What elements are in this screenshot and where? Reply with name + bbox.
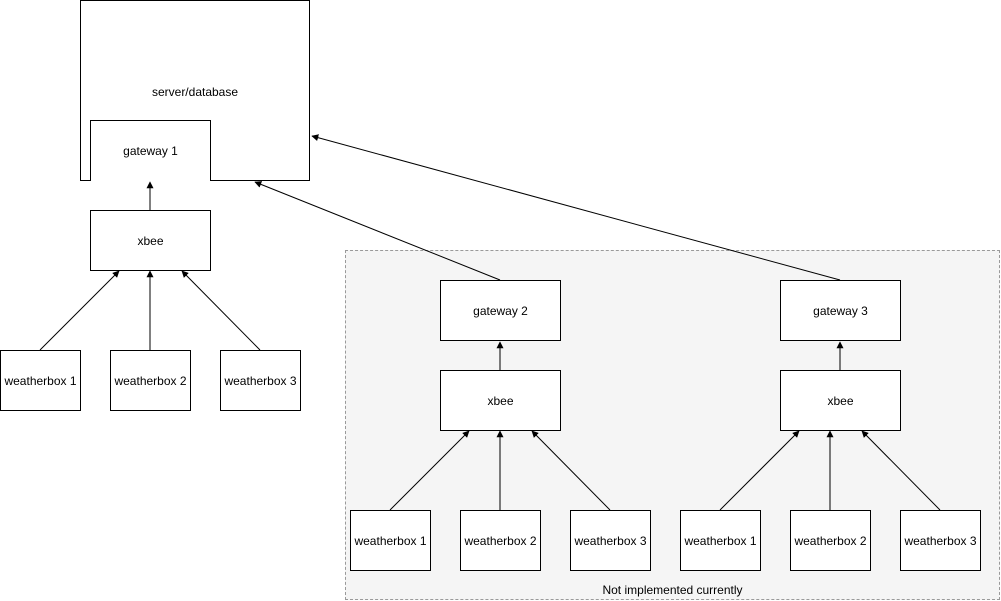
- not-implemented-label: Not implemented currently: [602, 583, 743, 597]
- gateway-3-node: gateway 3: [780, 280, 901, 341]
- arrow-c2wb3-to-xbee2: [531, 430, 611, 511]
- c1-weatherbox-1-node: weatherbox 1: [0, 350, 81, 411]
- gateway-3-label: gateway 3: [813, 303, 868, 318]
- c2-weatherbox-2-node: weatherbox 2: [460, 510, 541, 571]
- xbee-2-node: xbee: [440, 370, 561, 431]
- c3-weatherbox-2-node: weatherbox 2: [790, 510, 871, 571]
- xbee-1-label: xbee: [137, 233, 164, 248]
- c2-weatherbox-2-label: weatherbox 2: [464, 533, 537, 548]
- c1-weatherbox-2-label: weatherbox 2: [114, 373, 187, 388]
- arrow-gateway2-to-server: [254, 181, 501, 281]
- arrow-c1wb3-to-xbee1: [181, 270, 261, 351]
- c3-weatherbox-3-node: weatherbox 3: [900, 510, 981, 571]
- arrow-c1wb1-to-xbee1: [39, 270, 120, 351]
- gateway-1-node: gateway 1: [90, 120, 211, 181]
- c3-weatherbox-2-label: weatherbox 2: [794, 533, 867, 548]
- gateway-2-node: gateway 2: [440, 280, 561, 341]
- c3-weatherbox-3-label: weatherbox 3: [904, 533, 977, 548]
- c2-weatherbox-1-node: weatherbox 1: [350, 510, 431, 571]
- c2-weatherbox-3-label: weatherbox 3: [574, 533, 647, 548]
- c2-weatherbox-3-node: weatherbox 3: [570, 510, 651, 571]
- xbee-3-node: xbee: [780, 370, 901, 431]
- arrow-gateway3-to-server: [311, 134, 841, 281]
- xbee-3-label: xbee: [827, 393, 854, 408]
- c3-weatherbox-1-node: weatherbox 1: [680, 510, 761, 571]
- c1-weatherbox-3-node: weatherbox 3: [220, 350, 301, 411]
- arrow-c3wb1-to-xbee3: [719, 430, 800, 511]
- c1-weatherbox-3-label: weatherbox 3: [224, 373, 297, 388]
- gateway-2-label: gateway 2: [473, 303, 528, 318]
- xbee-2-label: xbee: [487, 393, 514, 408]
- c3-weatherbox-1-label: weatherbox 1: [684, 533, 757, 548]
- c1-weatherbox-1-label: weatherbox 1: [4, 373, 77, 388]
- arrow-c2wb1-to-xbee2: [389, 430, 470, 511]
- gateway-1-label: gateway 1: [123, 144, 178, 158]
- c2-weatherbox-1-label: weatherbox 1: [354, 533, 427, 548]
- arrow-c3wb3-to-xbee3: [861, 430, 941, 511]
- server-database-label: server/database: [151, 85, 239, 99]
- c1-weatherbox-2-node: weatherbox 2: [110, 350, 191, 411]
